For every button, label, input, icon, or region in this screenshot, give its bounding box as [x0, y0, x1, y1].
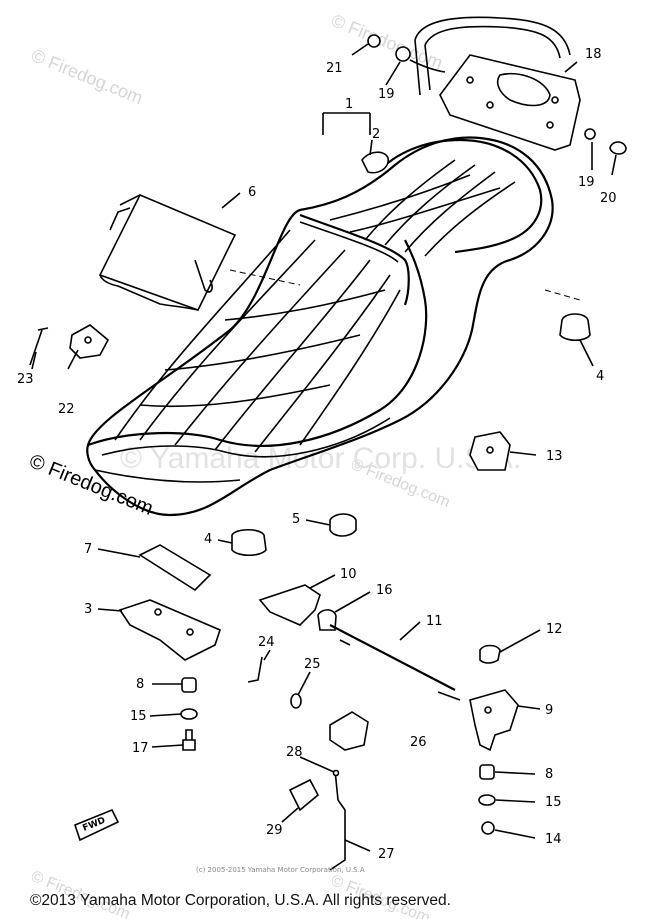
label-21: 21: [326, 61, 343, 76]
part-6-pouch: [98, 193, 237, 311]
label-7: 7: [84, 542, 92, 557]
seat-outline: [86, 136, 554, 517]
leader-lines: [31, 43, 617, 852]
label-17: 17: [132, 741, 149, 756]
watermarks: © Firedog.com © Firedog.com © Firedog.co…: [26, 10, 521, 919]
part-21-washer: [367, 34, 381, 48]
label-10: 10: [340, 567, 357, 582]
label-1: 1: [345, 97, 353, 112]
part-29-holder: [288, 778, 320, 812]
part-4-damper-left: [231, 528, 267, 557]
front-direction-mark: FWD: [74, 808, 120, 842]
label-29: 29: [266, 823, 283, 838]
part-15-washer-left: [180, 708, 198, 720]
part-4-damper-right: [559, 313, 591, 342]
part-8-collar-right: [479, 764, 495, 780]
callout-labels: 1 2 21 19 18 19 20 6 4 13 23 22 5 4 7 3 …: [17, 47, 617, 862]
watermark-center: © Yamaha Motor Corp. U.S.A.: [120, 442, 521, 475]
part-26-lock: [329, 711, 369, 751]
seat-back-rail: [414, 16, 571, 56]
label-15-right: 15: [545, 795, 562, 810]
label-8-left: 8: [136, 677, 144, 692]
part-24-pin: [247, 656, 263, 683]
part-28-pin: [332, 769, 340, 777]
label-22: 22: [58, 402, 75, 417]
label-4-right: 4: [596, 369, 604, 384]
part-22-clip: [69, 324, 110, 359]
part-14-nut: [481, 821, 495, 835]
label-16: 16: [376, 583, 393, 598]
part-3-plate: [118, 599, 221, 661]
label-24: 24: [258, 635, 275, 650]
label-4-left: 4: [204, 532, 212, 547]
part-19-grommet-top: [395, 46, 411, 62]
part-9-hinge: [469, 689, 519, 752]
part-18-bracket: [439, 54, 581, 151]
part-2-emblem: [361, 151, 389, 174]
footer-copyright: ©2013 Yamaha Motor Corporation, U.S.A. A…: [30, 892, 451, 909]
label-9: 9: [545, 703, 553, 718]
part-15-washer-right: [478, 794, 496, 806]
part-27-cable: [329, 769, 346, 871]
label-19-right: 19: [578, 175, 595, 190]
part-5-damper: [329, 513, 357, 537]
label-27: 27: [378, 847, 395, 862]
label-15-left: 15: [130, 709, 147, 724]
part-12-cap: [479, 644, 501, 664]
watermark-top-left: © Firedog.com: [29, 45, 146, 108]
part-19-grommet-right: [584, 128, 596, 140]
part-8-collar-left: [181, 677, 197, 693]
part-11-rod: [329, 624, 456, 691]
label-26: 26: [410, 735, 427, 750]
part-23-screw: [29, 327, 49, 366]
label-14: 14: [545, 832, 562, 847]
label-6: 6: [248, 185, 256, 200]
label-3: 3: [84, 602, 92, 617]
label-18: 18: [585, 47, 602, 62]
label-12: 12: [546, 622, 563, 637]
seat-assembly: [86, 16, 571, 517]
label-13: 13: [546, 449, 563, 464]
watermark-top: © Firedog.com: [329, 10, 446, 73]
part-10-bracket: [258, 584, 321, 626]
label-23: 23: [17, 372, 34, 387]
label-2: 2: [372, 127, 380, 142]
label-20: 20: [600, 191, 617, 206]
label-25: 25: [304, 657, 321, 672]
label-19-top: 19: [378, 87, 395, 102]
label-28: 28: [286, 745, 303, 760]
label-11: 11: [426, 614, 443, 629]
part-7-plate: [138, 544, 212, 592]
part-20-nut: [609, 141, 627, 155]
part-13-bracket: [469, 431, 511, 471]
part-17-bolt: [182, 729, 196, 751]
part-25-clip: [290, 693, 302, 709]
small-copyright: (c) 2005-2015 Yamaha Motor Corporation, …: [196, 866, 365, 874]
label-5: 5: [292, 512, 300, 527]
label-8-right: 8: [545, 767, 553, 782]
